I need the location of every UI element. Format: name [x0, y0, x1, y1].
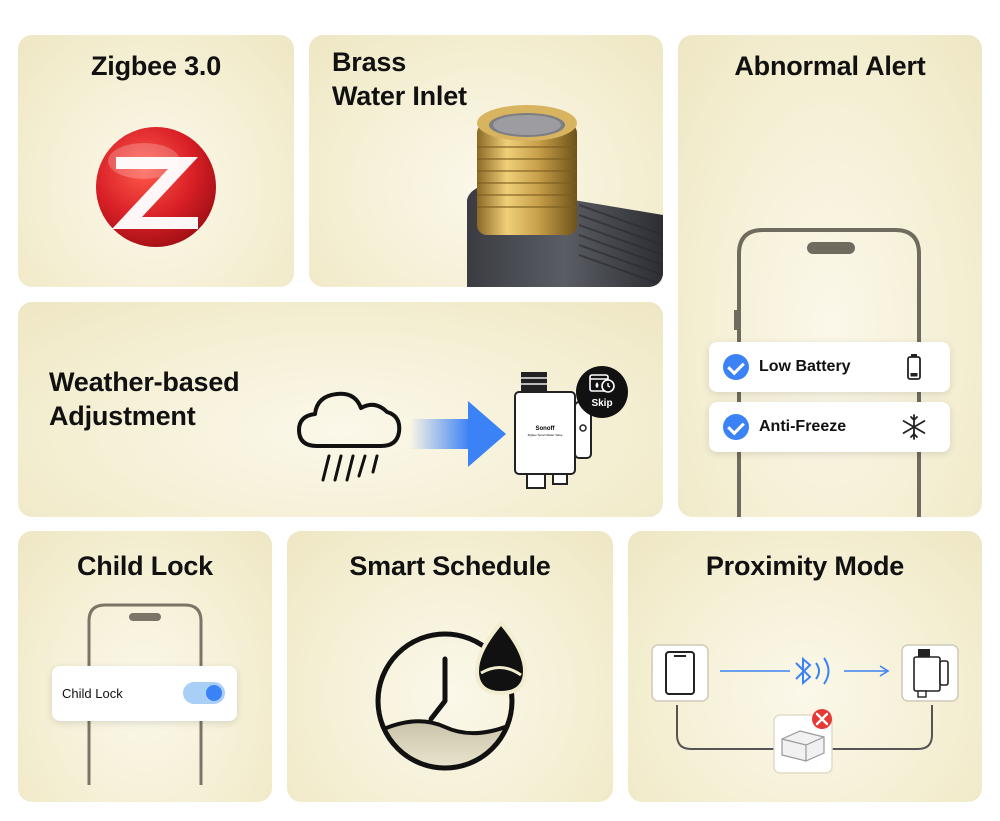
clock-water-drop-icon: [375, 619, 528, 771]
proximity-diagram: [651, 644, 959, 774]
device-caption-text: Zigbee Smart Water Valve: [528, 433, 563, 437]
card-zigbee: Zigbee 3.0: [18, 35, 294, 287]
battery-icon: [907, 354, 921, 380]
water-valve-device-illustration: Sonoff Zigbee Smart Water Valve: [514, 372, 592, 489]
child-lock-toggle[interactable]: [183, 682, 225, 704]
child-lock-toggle-label: Child Lock: [62, 686, 123, 701]
card-title-proximity: Proximity Mode: [705, 551, 905, 581]
rain-cloud-icon: [297, 391, 402, 482]
card-title-weather-line2: Adjustment: [49, 401, 196, 431]
alert-item-low-battery: Low Battery: [709, 342, 950, 392]
snowflake-icon: [902, 414, 926, 440]
toggle-knob: [206, 685, 222, 701]
card-proximity-mode: Proximity Mode: [628, 531, 982, 802]
skip-badge: Skip: [576, 366, 628, 418]
zigbee-logo-icon: [96, 127, 216, 247]
check-icon: [723, 414, 749, 440]
card-title-brass-line1: Brass: [332, 47, 407, 77]
alert-item-label: Anti-Freeze: [759, 418, 847, 435]
brass-inlet-illustration: [467, 105, 663, 287]
check-icon: [723, 354, 749, 380]
device-brand-text: Sonoff: [536, 426, 556, 432]
child-lock-toggle-row: Child Lock: [52, 666, 237, 721]
bluetooth-icon: [795, 656, 812, 686]
phone-outline-icon: [734, 228, 921, 517]
card-smart-schedule: Smart Schedule: [287, 531, 613, 802]
arrow-right-icon: [410, 401, 506, 467]
card-weather-adjustment: Weather-based Adjustment Sonoff Zigbee S…: [18, 302, 663, 517]
error-icon: [812, 709, 832, 729]
card-title-brass-line2: Water Inlet: [332, 81, 467, 111]
card-brass-inlet: Brass Water Inlet: [309, 35, 663, 287]
card-title-child-lock: Child Lock: [76, 551, 213, 581]
card-title-alert: Abnormal Alert: [734, 51, 926, 81]
alert-item-label: Low Battery: [759, 358, 851, 375]
card-title-weather-line1: Weather-based: [49, 367, 240, 397]
card-title-zigbee: Zigbee 3.0: [90, 51, 222, 81]
card-title-smart-schedule: Smart Schedule: [349, 551, 551, 581]
card-child-lock: Child Lock Child Lock: [18, 531, 272, 802]
phone-outline-icon: [87, 603, 203, 785]
card-abnormal-alert: Abnormal Alert Low Battery Anti-Freeze: [678, 35, 982, 517]
alert-item-anti-freeze: Anti-Freeze: [709, 402, 950, 452]
skip-label: Skip: [591, 398, 613, 409]
calendar-drop-clock-icon: [589, 374, 615, 393]
